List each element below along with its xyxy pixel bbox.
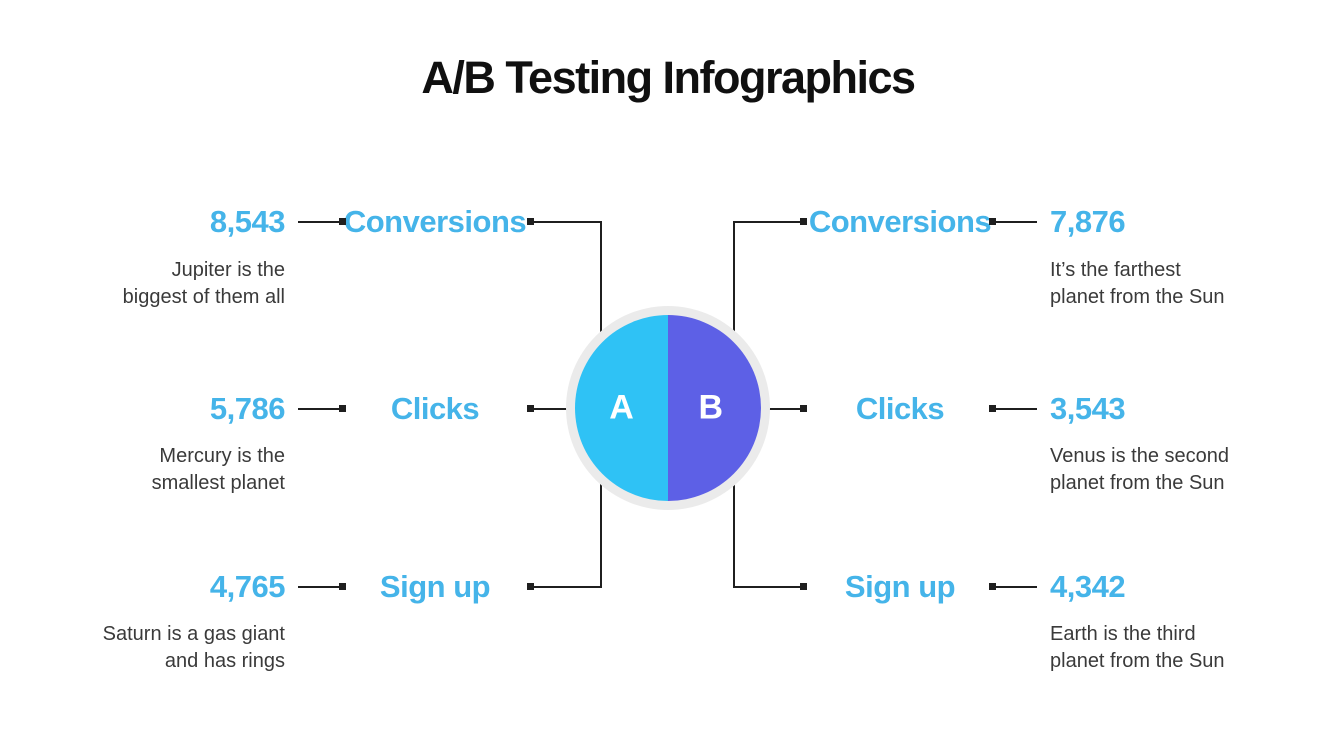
connector-line: [993, 408, 1037, 410]
stat-description-a-clicks: Mercury is the smallest planet: [35, 443, 285, 497]
stat-value-a-clicks: 5,786: [209, 391, 286, 426]
connector-line: [298, 221, 342, 223]
stat-description-b-clicks: Venus is the second planet from the Sun: [1050, 443, 1320, 497]
stat-description-line1: Venus is the second: [1050, 445, 1230, 467]
connector-endpoint-square: [339, 583, 346, 590]
stat-value-b-signup: 4,342: [1050, 569, 1126, 604]
stat-description-line2: and has rings: [164, 650, 285, 672]
stat-description-line2: planet from the Sun: [1050, 650, 1225, 672]
connector-line: [298, 408, 342, 410]
connector-line: [298, 586, 342, 588]
connector-line: [733, 221, 735, 335]
slide-title: A/B Testing Infographics: [421, 52, 916, 103]
connector-endpoint-square: [989, 583, 996, 590]
connector-line: [733, 473, 735, 588]
stat-label-b-signup: Sign up: [844, 569, 956, 604]
connector-endpoint-square: [800, 218, 807, 225]
stat-label-b-conversions: Conversions: [808, 204, 992, 239]
stat-value-a-signup: 4,765: [209, 569, 286, 604]
connector-endpoint-square: [339, 405, 346, 412]
stat-value-b-conversions: 7,876: [1050, 204, 1126, 239]
connector-line: [530, 221, 602, 223]
stat-description-b-signup: Earth is the third planet from the Sun: [1050, 621, 1320, 675]
stat-description-line1: Jupiter is the: [171, 259, 285, 281]
stat-description-line1: It’s the farthest: [1050, 259, 1181, 281]
stat-description-line1: Saturn is a gas giant: [102, 623, 285, 645]
connector-line: [600, 473, 602, 588]
connector-line: [530, 408, 578, 410]
connector-endpoint-square: [989, 405, 996, 412]
stat-label-a-signup: Sign up: [379, 569, 491, 604]
ab-circle: A B: [575, 315, 761, 501]
connector-line: [993, 221, 1037, 223]
stat-description-line2: biggest of them all: [122, 286, 285, 308]
stat-label-a-clicks: Clicks: [390, 391, 480, 426]
variant-a-letter: A: [609, 388, 634, 427]
stat-description-a-conversions: Jupiter is the biggest of them all: [35, 257, 285, 311]
stat-description-b-conversions: It’s the farthest planet from the Sun: [1050, 257, 1320, 311]
stat-value-a-conversions: 8,543: [209, 204, 286, 239]
stat-label-b-clicks: Clicks: [855, 391, 945, 426]
connector-endpoint-square: [800, 405, 807, 412]
connector-endpoint-square: [339, 218, 346, 225]
stat-description-line2: smallest planet: [151, 472, 285, 494]
connector-line: [733, 586, 805, 588]
connector-line: [733, 221, 805, 223]
stat-description-line2: planet from the Sun: [1050, 472, 1225, 494]
variant-b-letter: B: [698, 388, 724, 427]
connector-endpoint-square: [989, 218, 996, 225]
stat-description-line1: Earth is the third: [1050, 623, 1196, 645]
connector-line: [530, 586, 602, 588]
connector-line: [600, 221, 602, 335]
stat-description-line2: planet from the Sun: [1050, 286, 1225, 308]
connector-line: [993, 586, 1037, 588]
stat-description-line1: Mercury is the: [159, 445, 285, 467]
stat-label-a-conversions: Conversions: [343, 204, 527, 239]
stat-description-a-signup: Saturn is a gas giant and has rings: [35, 621, 285, 675]
connector-line: [757, 408, 805, 410]
connector-endpoint-square: [800, 583, 807, 590]
stat-value-b-clicks: 3,543: [1050, 391, 1126, 426]
